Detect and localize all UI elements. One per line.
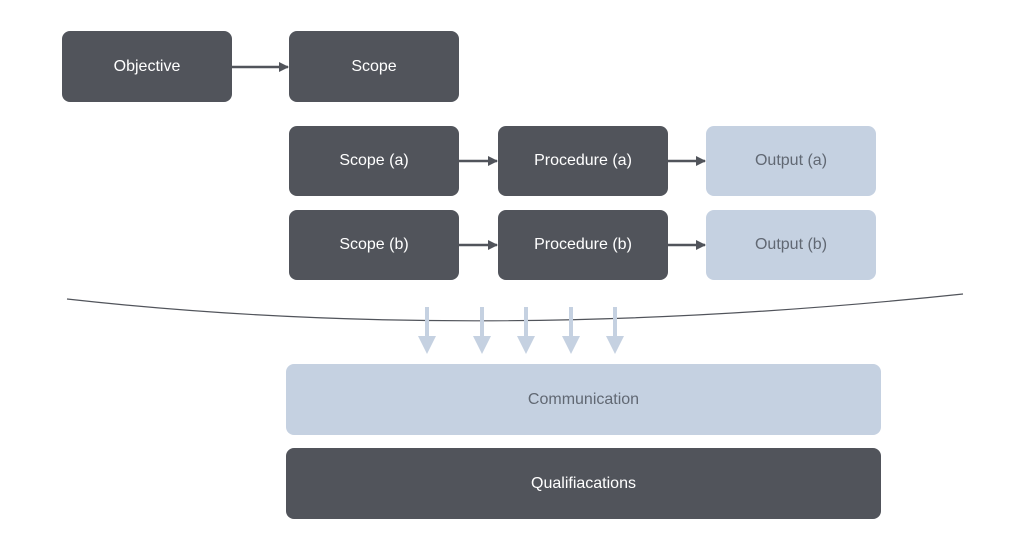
down-arrow-2 xyxy=(473,307,491,354)
down-arrows xyxy=(418,307,624,354)
procedure-a-node: Procedure (a) xyxy=(498,126,668,196)
scope-a-node: Scope (a) xyxy=(289,126,459,196)
qualifications-node: Qualifiacations xyxy=(286,448,881,519)
down-arrow-1 xyxy=(418,307,436,354)
output-b-node: Output (b) xyxy=(706,210,876,280)
down-arrow-4 xyxy=(562,307,580,354)
scope-b-node: Scope (b) xyxy=(289,210,459,280)
separator-curve xyxy=(66,293,964,322)
objective-node: Objective xyxy=(62,31,232,102)
communication-node: Communication xyxy=(286,364,881,435)
procedure-b-node: Procedure (b) xyxy=(498,210,668,280)
output-a-node: Output (a) xyxy=(706,126,876,196)
down-arrow-5 xyxy=(606,307,624,354)
down-arrow-3 xyxy=(517,307,535,354)
scope-node: Scope xyxy=(289,31,459,102)
